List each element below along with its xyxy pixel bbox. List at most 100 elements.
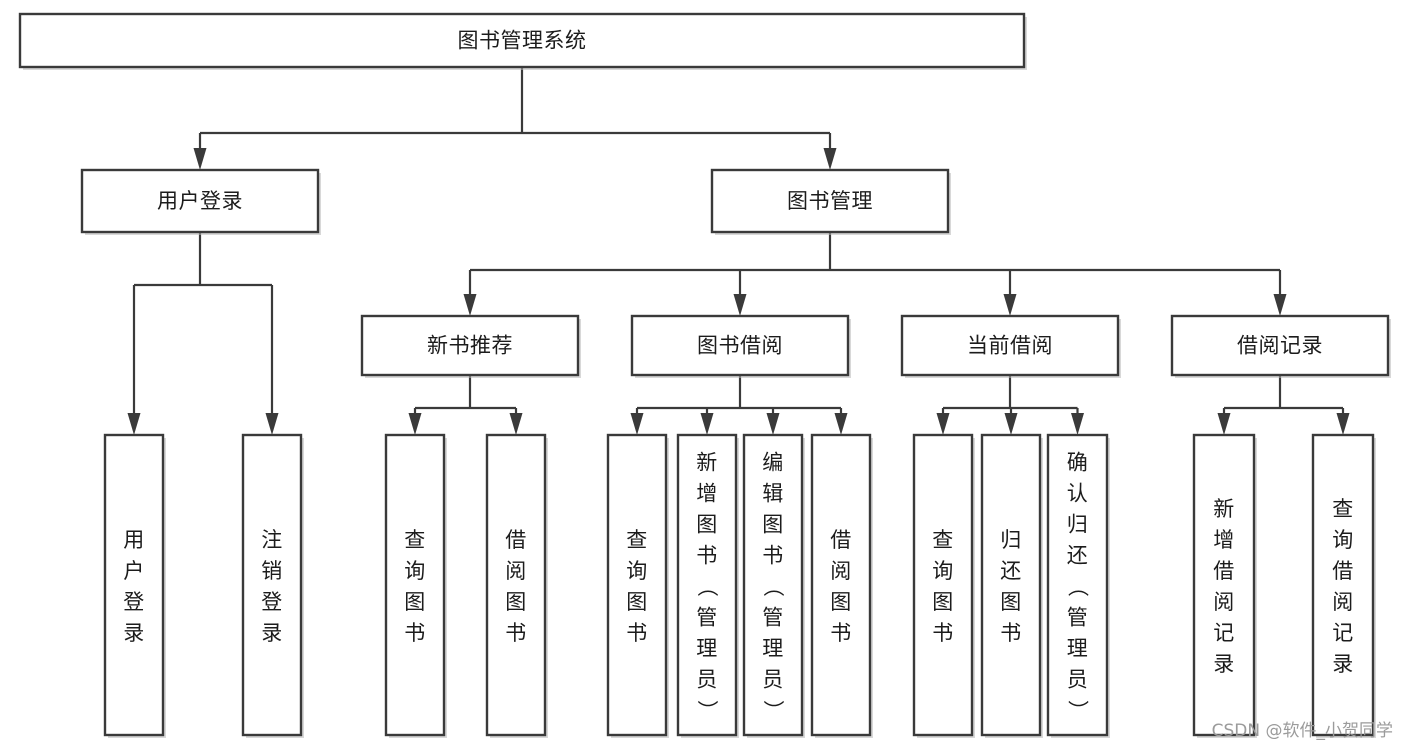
node-label-char: （ [1066,576,1090,598]
node-rect [742,433,804,737]
node-label-char: 查 [932,528,954,552]
node-label-char: 登 [261,590,283,614]
node-label-char: （ [695,576,719,598]
arrowhead-icon [1217,413,1231,435]
node-label: 用户登录 [157,189,243,213]
node-label-char: 增 [696,482,718,506]
node-label-char: 图 [505,590,527,614]
node-label-char: 书 [932,621,954,645]
arrowhead-icon [630,413,644,435]
node-rect [900,314,1120,377]
node-label-char: 户 [123,559,145,583]
node-label-char: 询 [404,559,426,583]
node-label-char: 阅 [1213,590,1235,614]
node-rect [103,433,165,737]
node-rect [980,433,1042,737]
node-book-borrow[interactable]: 图书借阅 [630,314,851,378]
connector-layer [127,67,1350,435]
node-label: 图书借阅 [697,334,783,358]
node-label-char: 图 [1000,590,1022,614]
arrowhead-icon [265,413,279,435]
node-root-root[interactable]: 图书管理系统 [18,12,1027,70]
node-label-char: 理 [696,637,718,661]
node-label-char: 新 [696,451,718,475]
arrowhead-icon [1071,413,1084,435]
node-label-char: 管 [696,606,718,630]
node-rect [676,433,738,737]
node-label: 当前借阅 [967,334,1053,358]
node-label-char: 借 [505,528,527,552]
node-label-char: 员 [762,668,784,692]
arrowhead-icon [823,148,837,170]
node-rect [80,168,320,234]
node-label-char: 书 [762,544,784,568]
node-label-char: 管 [762,606,784,630]
node-label-char: 查 [1332,497,1354,521]
node-label-char: 借 [830,528,852,552]
node-label: 借阅记录 [1237,334,1323,358]
node-label-char: 书 [505,621,527,645]
node-user-login[interactable]: 用户登录 [80,168,321,235]
node-label-char: 员 [1067,668,1089,692]
node-label-char: 归 [1000,528,1022,552]
arrowhead-icon [766,413,780,435]
node-new-book-rec[interactable]: 新书推荐 [360,314,581,378]
node-label-char: 理 [762,637,784,661]
node-rect [1311,433,1375,737]
node-label-char: 注 [261,528,283,552]
node-label-char: 图 [404,590,426,614]
node-label: 图书管理系统 [458,29,587,53]
node-rect [485,433,547,737]
node-label-char: 录 [1332,652,1354,676]
arrowhead-icon [509,413,523,435]
arrowhead-icon [733,294,747,316]
node-label-char: ） [695,700,719,722]
node-rect [710,168,950,234]
arrowhead-icon [834,413,848,435]
node-rect [241,433,303,737]
node-borrow-record[interactable]: 借阅记录 [1170,314,1391,378]
node-label: 图书管理 [787,189,873,213]
node-label-char: 记 [1332,621,1354,645]
node-label-char: 用 [123,528,145,552]
arrowhead-icon [193,148,207,170]
node-current-borrow[interactable]: 当前借阅 [900,314,1121,378]
node-rect [360,314,580,377]
arrowhead-icon [936,413,950,435]
node-label-char: 录 [261,621,283,645]
node-label-char: ） [1066,700,1090,722]
node-book-manage[interactable]: 图书管理 [710,168,951,235]
node-label-char: 编 [762,451,784,475]
node-rect [1170,314,1390,377]
node-label-char: 查 [404,528,426,552]
node-leaf-user-login[interactable]: 用户登录 [103,433,166,738]
node-label-char: （ [761,576,785,598]
node-label-char: 询 [626,559,648,583]
arrowhead-icon [1003,294,1017,316]
node-layer: 图书管理系统用户登录图书管理新书推荐图书借阅当前借阅借阅记录用户登录注销登录查询… [18,12,1391,738]
node-rect [384,433,446,737]
node-label-char: 还 [1000,559,1022,583]
node-label-char: 辑 [762,482,784,506]
node-label-char: ） [761,700,785,722]
node-label-char: 阅 [505,559,527,583]
node-rect [912,433,974,737]
node-rect [1046,433,1109,737]
node-label-char: 图 [626,590,648,614]
arrowhead-icon [1273,294,1287,316]
node-label-char: 管 [1067,606,1089,630]
